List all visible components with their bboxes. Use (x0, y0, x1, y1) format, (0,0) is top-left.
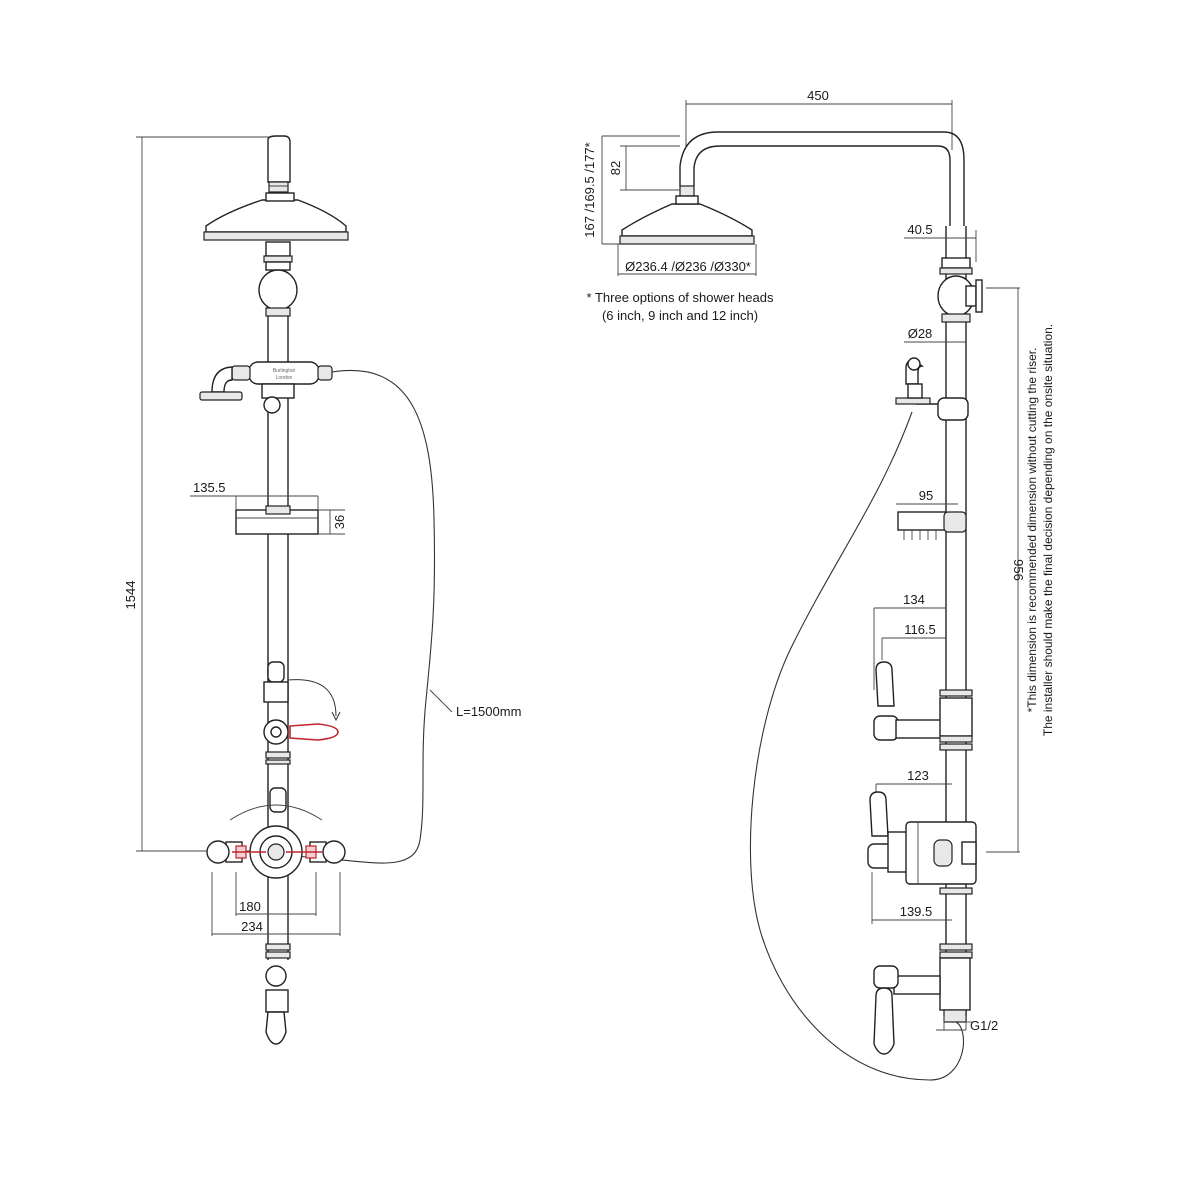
riser-note-line2: The installer should make the final deci… (1041, 324, 1055, 736)
bracket-offset: 40.5 (907, 222, 932, 237)
valve-depth-139-5: 139.5 (900, 904, 933, 919)
soap-dish-width: 135.5 (193, 480, 226, 495)
side-riser-pipe (945, 226, 967, 1022)
side-riser-ornament (937, 257, 983, 323)
handset-sub: London (276, 375, 293, 381)
arm-projection-label: 450 (807, 88, 829, 103)
diverter-depth-134: 134 (903, 592, 925, 607)
height-label: 1544 (123, 581, 138, 610)
bottom-valve (265, 943, 291, 1045)
head-diameter-options: Ø236.4 /Ø236 /Ø330* (625, 259, 751, 274)
shower-head-note-line2: (6 inch, 9 inch and 12 inch) (602, 308, 758, 323)
riser-dimension-value: 956 (1011, 559, 1026, 581)
head-height-options: 167 /169.5 /177* (582, 142, 597, 237)
thermostatic-valve: 180 234 (206, 787, 346, 936)
valve-width-234: 234 (241, 919, 263, 934)
shower-head-note-line1: * Three options of shower heads (587, 290, 774, 305)
inlet-thread: G1/2 (970, 1018, 998, 1033)
shower-head (203, 192, 349, 241)
arm-projection-dimension: 450 (685, 88, 953, 150)
valve-depth-123: 123 (907, 768, 929, 783)
side-diverter: 134 116.5 (873, 592, 973, 751)
soap-dish-height: 36 (332, 515, 347, 529)
side-shower-head (619, 195, 755, 245)
handset-brand: Burlington (273, 368, 296, 374)
riser-note-line1: *This dimension is recommended dimension… (1025, 348, 1039, 713)
riser-dimension: 956 (986, 287, 1026, 853)
riser-top-ornament (258, 241, 298, 317)
side-handset-holder (895, 357, 969, 421)
height-dimension: 1544 (123, 136, 282, 852)
head-depth: 82 (608, 161, 623, 175)
hose-length-callout: L=1500mm (429, 689, 521, 719)
head-diameter-dimension: Ø236.4 /Ø236 /Ø330* (617, 244, 757, 276)
diverter-depth-116-5: 116.5 (904, 622, 936, 637)
hose-length: L=1500mm (456, 704, 521, 719)
bracket-offset-dimension: 40.5 (904, 222, 977, 262)
side-bottom-valve: G1/2 (873, 943, 998, 1055)
riser-diameter-dimension: Ø28 (904, 326, 966, 343)
side-shower-arm (679, 131, 965, 226)
basket-depth: 95 (919, 488, 933, 503)
side-basket: 95 (896, 488, 967, 540)
front-hose (289, 370, 436, 864)
handset: Burlington London (199, 361, 333, 414)
riser-diameter: Ø28 (908, 326, 933, 341)
valve-width-180: 180 (239, 899, 261, 914)
side-view: 450 167 /169.5 /177* 82 (582, 88, 1055, 1081)
side-thermostatic-valve: 123 139.5 (867, 768, 977, 924)
diverter (263, 661, 341, 765)
head-height-dimension: 167 /169.5 /177* 82 (582, 135, 680, 245)
front-view: 1544 (123, 135, 521, 1045)
side-hose (749, 411, 965, 1081)
soap-dish: 135.5 36 (190, 480, 347, 535)
shower-arm (267, 135, 291, 193)
